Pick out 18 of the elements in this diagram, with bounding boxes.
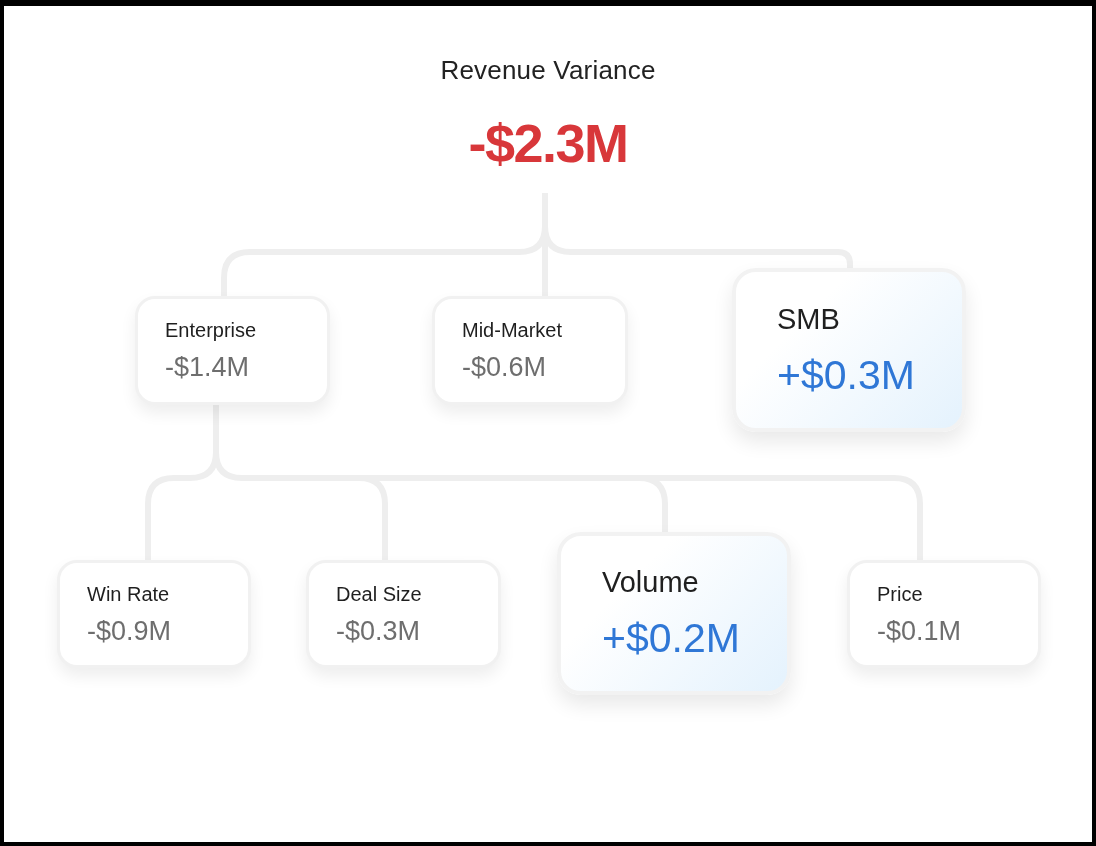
variance-value: -$0.1M <box>877 614 962 647</box>
connector-line <box>213 405 219 452</box>
segment-label: Enterprise <box>165 318 257 342</box>
segment-label: Mid-Market <box>462 318 562 342</box>
segment-label: SMB <box>777 301 840 336</box>
heading: Revenue Variance <box>440 55 656 85</box>
total-variance-value: -$2.3M <box>468 113 628 173</box>
variance-value: -$0.6M <box>462 351 547 383</box>
segment-label: Price <box>877 581 923 606</box>
variance-value: +$0.2M <box>602 614 740 662</box>
segment-label: Deal Size <box>336 581 422 606</box>
segment-card <box>135 296 330 405</box>
segment-label: Win Rate <box>87 581 170 606</box>
segment-label: Volume <box>602 565 699 599</box>
variance-value: -$0.9M <box>87 614 172 647</box>
variance-value: -$0.3M <box>336 614 421 647</box>
variance-value: -$1.4M <box>165 351 250 383</box>
variance-value: +$0.3M <box>777 350 915 399</box>
